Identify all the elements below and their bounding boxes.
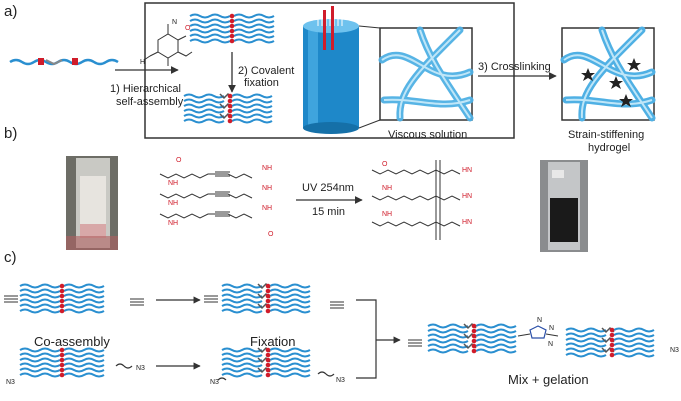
zoom-line <box>358 119 381 129</box>
azide-label: N3 <box>136 365 145 372</box>
reactant-urea-groups: O NH NH NH NH NH NH O <box>168 157 274 238</box>
molecule-atom: N <box>172 19 177 26</box>
fixation-caption: Fixation <box>250 334 296 349</box>
panel-label-b: b) <box>4 125 17 142</box>
panel-b: O NH NH NH NH NH NH O UV 254nm 15 min O … <box>66 156 588 252</box>
vial-photo-liquid <box>66 156 118 250</box>
urea-atom: NH <box>168 180 178 187</box>
urea-atom: NH <box>382 211 392 218</box>
panel-label-a: a) <box>4 3 17 20</box>
step-2-label: fixation <box>244 77 279 89</box>
reaction-conditions: UV 254nm <box>302 182 354 194</box>
urea-atom: NH <box>262 185 272 192</box>
fixed-azide-assembly <box>217 348 335 381</box>
urea-atom: NH <box>262 205 272 212</box>
product-urea-groups: O NH NH HN HN HN <box>382 161 472 226</box>
step-2-label: 2) Covalent <box>238 65 294 77</box>
fixed-alkyne-assembly <box>204 284 344 314</box>
step-1-label: self-assembly <box>116 96 184 108</box>
zoom-line <box>358 25 381 29</box>
panel-c: N3 N3 Co-assembly N3 N3 Fixation <box>4 284 679 387</box>
product-structure <box>371 160 461 240</box>
molecule-atom: H <box>140 59 145 66</box>
urea-atom: HN <box>462 219 472 226</box>
hydrogel-caption: Strain-stiffening <box>568 129 644 141</box>
co-assembly-alkyne <box>4 284 144 314</box>
step-3-label: 3) Crosslinking <box>478 61 551 73</box>
vial-photo-gel <box>540 160 588 252</box>
urea-atom: NH <box>168 220 178 227</box>
urea-atom: NH <box>382 185 392 192</box>
triazole-atom: N <box>537 317 542 324</box>
mix-gelation-caption: Mix + gelation <box>508 372 589 387</box>
panel-label-c: c) <box>4 249 17 266</box>
reactant-structure <box>159 171 253 219</box>
azide-label: N3 <box>6 379 15 386</box>
azide-label: N3 <box>670 347 679 354</box>
urea-atom: O <box>268 231 274 238</box>
viscous-solution-box <box>378 26 474 122</box>
co-assembly-azide <box>20 348 133 378</box>
mixed-gel-assembly <box>408 324 654 358</box>
viscous-solution-caption: Viscous solution <box>388 129 467 141</box>
co-assembly-caption: Co-assembly <box>34 334 110 349</box>
triazine-molecule-icon <box>143 24 193 66</box>
monomer-chain <box>9 58 119 66</box>
urea-atom: NH <box>262 165 272 172</box>
fiber-assembly-fixed <box>184 94 272 124</box>
fiber-assembly-top <box>190 14 274 44</box>
panel-a: O N H 1) Hierarchical self-assembly 2) C… <box>9 2 656 154</box>
triazole-atom: N <box>548 341 553 348</box>
triazole-atom: N <box>549 325 554 332</box>
urea-atom: NH <box>168 200 178 207</box>
step-1-label: 1) Hierarchical <box>110 83 181 95</box>
urea-atom: HN <box>462 193 472 200</box>
azide-label: N3 <box>210 379 219 386</box>
hydrogel-caption: hydrogel <box>588 142 630 154</box>
urea-atom: HN <box>462 167 472 174</box>
hydrogel-box <box>560 26 656 122</box>
molecule-atom: O <box>185 25 191 32</box>
fiber-cylinder <box>303 4 359 134</box>
urea-atom: O <box>382 161 388 168</box>
merge-bracket <box>356 299 400 379</box>
step-frame <box>144 2 515 139</box>
reaction-conditions: 15 min <box>312 206 345 218</box>
urea-atom: O <box>176 157 182 164</box>
azide-label: N3 <box>336 377 345 384</box>
